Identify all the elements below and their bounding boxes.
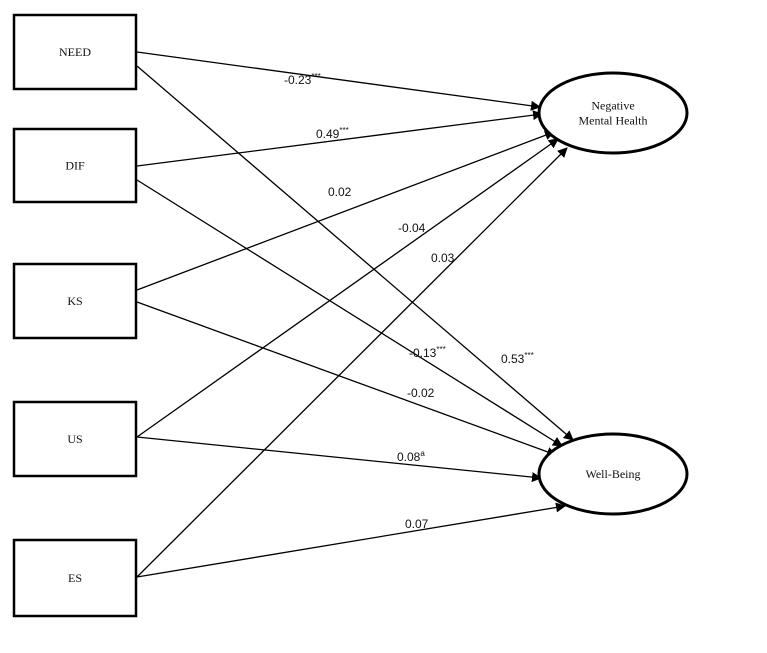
path-coefficient-dif-wb: -0.13*** bbox=[409, 345, 446, 360]
outcome-label-nmh-line-0: Negative bbox=[591, 99, 634, 113]
path-coefficient-need-wb: 0.53*** bbox=[501, 351, 534, 366]
path-arrow-ks-nmh bbox=[136, 130, 555, 291]
cropped-caption-area bbox=[0, 640, 767, 653]
path-arrow-us-wb bbox=[136, 436, 542, 483]
path-arrow-dif-nmh bbox=[136, 110, 543, 167]
path-arrow-es-wb bbox=[136, 502, 566, 578]
path-coefficient-dif-nmh: 0.49*** bbox=[316, 126, 349, 141]
path-coefficient-ks-nmh: 0.02 bbox=[328, 185, 352, 199]
path-arrow-dif-wb bbox=[136, 179, 563, 447]
path-coefficient-ks-wb: -0.02 bbox=[407, 386, 435, 400]
outcome-ellipse-wb bbox=[537, 432, 689, 516]
outcome-label-wb-line-0: Well-Being bbox=[585, 467, 640, 481]
path-coefficient-es-nmh: 0.03 bbox=[431, 251, 455, 265]
predictor-label-us: US bbox=[67, 432, 82, 446]
predictor-box-need bbox=[12, 13, 138, 91]
coefficient-significance-need-wb: *** bbox=[524, 351, 533, 360]
coefficient-value-es-nmh: 0.03 bbox=[431, 251, 455, 265]
coefficient-value-us-wb: 0.08 bbox=[397, 450, 421, 464]
coefficient-significance-dif-wb: *** bbox=[436, 345, 445, 354]
coefficient-value-es-wb: 0.07 bbox=[405, 517, 429, 531]
path-arrow-us-nmh bbox=[136, 138, 559, 438]
predictor-box-us bbox=[12, 400, 138, 478]
path-coefficients: -0.23***0.53***0.49***-0.13***0.02-0.02-… bbox=[284, 72, 534, 531]
path-arrows bbox=[136, 51, 574, 578]
coefficient-value-dif-wb: -0.13 bbox=[409, 346, 437, 360]
predictor-boxes: NEED DIF KS US ES bbox=[12, 13, 138, 618]
predictor-label-es: ES bbox=[68, 571, 82, 585]
coefficient-value-need-wb: 0.53 bbox=[501, 352, 525, 366]
coefficient-significance-dif-nmh: *** bbox=[339, 126, 348, 135]
coefficient-significance-us-wb: a bbox=[420, 449, 425, 458]
predictor-label-ks: KS bbox=[67, 294, 82, 308]
predictor-label-dif: DIF bbox=[65, 159, 85, 173]
coefficient-value-ks-nmh: 0.02 bbox=[328, 185, 352, 199]
outcome-label-nmh-line-1: Mental Health bbox=[579, 114, 648, 128]
path-coefficient-es-wb: 0.07 bbox=[405, 517, 429, 531]
path-arrow-need-nmh bbox=[136, 51, 541, 111]
path-coefficient-us-wb: 0.08a bbox=[397, 449, 425, 464]
predictor-box-es bbox=[12, 538, 138, 618]
path-coefficient-need-nmh: -0.23*** bbox=[284, 72, 321, 87]
predictor-label-need: NEED bbox=[59, 45, 91, 59]
path-arrow-ks-wb bbox=[136, 301, 557, 457]
path-coefficient-us-nmh: -0.04 bbox=[398, 221, 426, 235]
coefficient-value-dif-nmh: 0.49 bbox=[316, 127, 340, 141]
path-arrow-need-wb bbox=[136, 65, 574, 441]
predictor-box-ks bbox=[12, 262, 138, 340]
outcome-ellipse-nmh bbox=[537, 71, 689, 155]
path-arrow-es-nmh bbox=[136, 147, 568, 578]
coefficient-significance-need-nmh: *** bbox=[311, 72, 320, 81]
coefficient-value-us-nmh: -0.04 bbox=[398, 221, 426, 235]
predictor-box-dif bbox=[12, 127, 138, 204]
coefficient-value-ks-wb: -0.02 bbox=[407, 386, 435, 400]
coefficient-value-need-nmh: -0.23 bbox=[284, 73, 312, 87]
